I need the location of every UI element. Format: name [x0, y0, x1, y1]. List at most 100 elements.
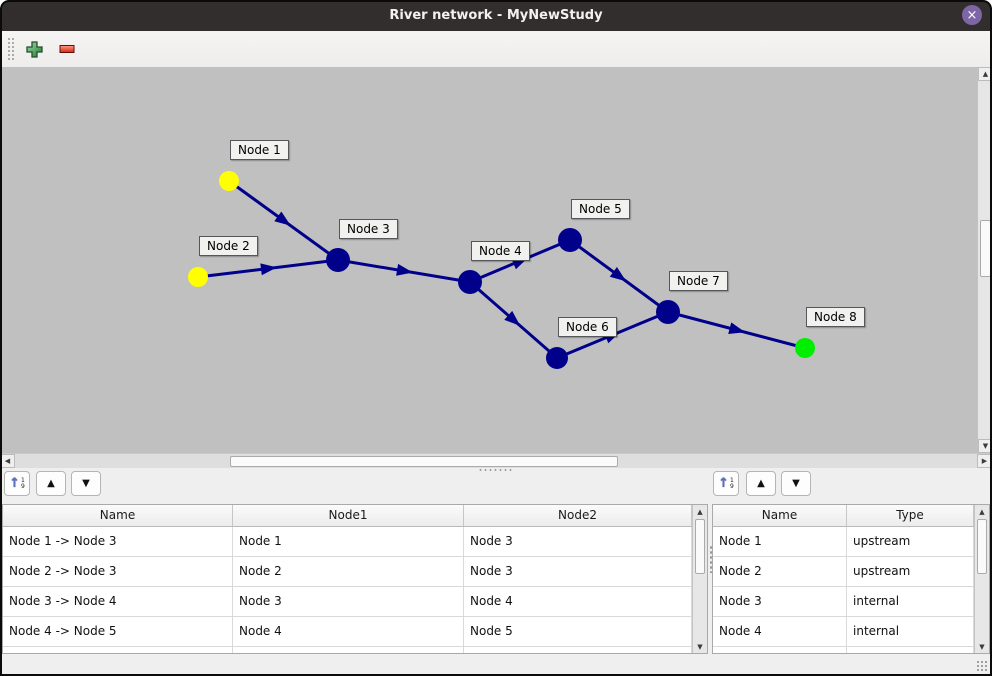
- node-label[interactable]: Node 8: [806, 307, 865, 327]
- column-header[interactable]: Name: [713, 505, 847, 527]
- table-cell[interactable]: Node 2 -> Node 3: [3, 557, 233, 587]
- table-cell[interactable]: internal: [847, 617, 974, 647]
- table-scroll-thumb[interactable]: [695, 519, 705, 574]
- scroll-down-arrow[interactable]: ▼: [693, 640, 707, 653]
- node-label[interactable]: Node 5: [571, 199, 630, 219]
- table-cell[interactable]: upstream: [847, 527, 974, 557]
- table-cell[interactable]: Node 3 -> Node 4: [3, 587, 233, 617]
- toolbar-drag-handle[interactable]: [7, 37, 14, 61]
- branches-move-up-button[interactable]: ▲: [36, 471, 66, 496]
- table-cell[interactable]: Node 4: [713, 617, 847, 647]
- down-triangle-icon: ▼: [979, 642, 985, 651]
- table-cell[interactable]: Node 3: [233, 587, 464, 617]
- river-node-node-6[interactable]: [546, 347, 568, 369]
- table-cell[interactable]: Node 4: [464, 587, 692, 617]
- column-header[interactable]: Name: [3, 505, 233, 527]
- add-branch-button[interactable]: [21, 36, 47, 62]
- status-strip: [0, 655, 992, 676]
- table-cell[interactable]: Node 2: [233, 557, 464, 587]
- close-button[interactable]: ×: [962, 5, 982, 25]
- scroll-left-arrow[interactable]: ◀: [0, 454, 15, 468]
- node-label[interactable]: Node 6: [558, 317, 617, 337]
- table-cell[interactable]: Node 3: [713, 587, 847, 617]
- down-triangle-icon: ▼: [982, 442, 989, 450]
- canvas-horizontal-scrollbar[interactable]: ◀ ▶: [0, 453, 992, 468]
- titlebar[interactable]: River network - MyNewStudy ×: [0, 0, 992, 31]
- canvas-vertical-scrollbar[interactable]: ▲ ▼: [977, 67, 992, 453]
- table-scroll-thumb[interactable]: [977, 519, 987, 574]
- nodes-move-down-button[interactable]: ▼: [781, 471, 811, 496]
- up-triangle-icon: ▲: [757, 477, 765, 489]
- table-cell[interactable]: Node 3: [464, 557, 692, 587]
- down-triangle-icon: ▼: [792, 477, 800, 489]
- river-node-node-2[interactable]: [188, 267, 208, 287]
- remove-branch-button[interactable]: [54, 36, 80, 62]
- table-cell[interactable]: Node 1: [233, 527, 464, 557]
- table-cell[interactable]: Node 4 -> Node 5: [3, 617, 233, 647]
- river-node-node-5[interactable]: [558, 228, 582, 252]
- table-row-partial[interactable]: [3, 647, 692, 653]
- window-resize-grip[interactable]: [976, 660, 988, 672]
- river-node-node-7[interactable]: [656, 300, 680, 324]
- table-row-partial[interactable]: [713, 647, 974, 653]
- column-header[interactable]: Node2: [464, 505, 692, 527]
- river-node-node-1[interactable]: [219, 171, 239, 191]
- river-network-canvas[interactable]: Node 1 Node 2 Node 3 Node 4 Node 5 Node 6 Node…: [0, 67, 977, 453]
- table-cell[interactable]: Node 3: [464, 527, 692, 557]
- table-cell[interactable]: Node 2: [713, 557, 847, 587]
- up-triangle-icon: ▲: [47, 477, 55, 489]
- window-title: River network - MyNewStudy: [389, 8, 603, 23]
- scroll-down-arrow[interactable]: ▼: [975, 640, 989, 653]
- up-triangle-icon: ▲: [697, 507, 703, 516]
- node-label[interactable]: Node 3: [339, 219, 398, 239]
- scroll-down-arrow[interactable]: ▼: [978, 439, 992, 453]
- branches-table-scrollbar[interactable]: ▲ ▼: [692, 505, 707, 653]
- table-cell[interactable]: Node 1: [713, 527, 847, 557]
- scroll-up-arrow[interactable]: ▲: [693, 505, 707, 518]
- flow-direction-arrow-icon: [396, 263, 413, 276]
- scroll-right-arrow[interactable]: ▶: [977, 454, 992, 468]
- minus-icon: [59, 45, 75, 53]
- node-label[interactable]: Node 1: [230, 140, 289, 160]
- nodes-move-up-button[interactable]: ▲: [746, 471, 776, 496]
- flow-direction-arrow-icon: [504, 310, 521, 326]
- river-node-node-4[interactable]: [458, 270, 482, 294]
- river-node-node-3[interactable]: [326, 248, 350, 272]
- close-icon: ×: [966, 7, 978, 23]
- node-label[interactable]: Node 7: [669, 271, 728, 291]
- river-node-node-8[interactable]: [795, 338, 815, 358]
- horizontal-splitter-handle[interactable]: [478, 468, 514, 472]
- branches-move-down-button[interactable]: ▼: [71, 471, 101, 496]
- scroll-up-arrow[interactable]: ▲: [978, 67, 992, 81]
- scroll-up-arrow[interactable]: ▲: [975, 505, 989, 518]
- node-label[interactable]: Node 4: [471, 241, 530, 261]
- plus-icon: [25, 40, 43, 58]
- table-cell[interactable]: internal: [847, 587, 974, 617]
- table-cell[interactable]: Node 5: [464, 617, 692, 647]
- node-label[interactable]: Node 2: [199, 236, 258, 256]
- nodes-table-scrollbar[interactable]: ▲ ▼: [974, 505, 989, 653]
- table-cell[interactable]: Node 1 -> Node 3: [3, 527, 233, 557]
- column-header[interactable]: Node1: [233, 505, 464, 527]
- horizontal-scroll-thumb[interactable]: [230, 456, 618, 467]
- vertical-scroll-thumb[interactable]: [980, 220, 991, 277]
- table-cell[interactable]: upstream: [847, 557, 974, 587]
- vertical-splitter-handle[interactable]: [709, 545, 714, 573]
- right-triangle-icon: ▶: [981, 457, 988, 465]
- table-cell[interactable]: Node 4: [233, 617, 464, 647]
- column-header[interactable]: Type: [847, 505, 974, 527]
